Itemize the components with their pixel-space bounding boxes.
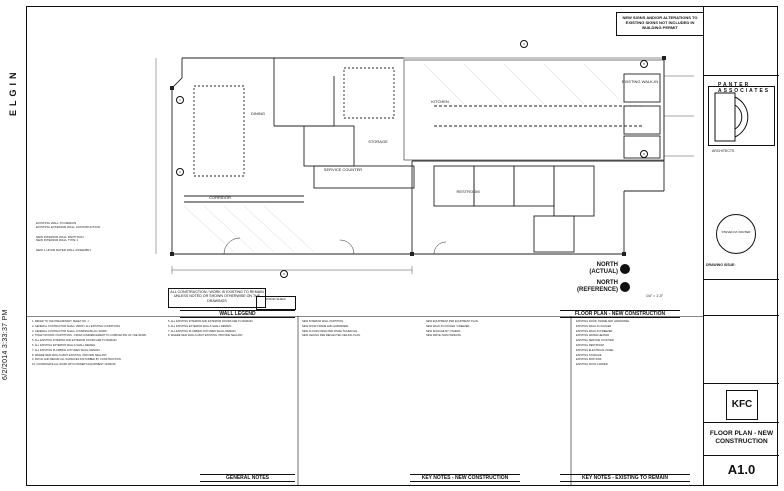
key-note: NEW FLOOR FINISH PER FINISH SCHEDULE. xyxy=(302,329,358,333)
key-notes-new-list-2: NEW EQUIPMENT PER EQUIPMENT PLAN. NEW WA… xyxy=(426,320,544,470)
key-note: EXISTING ROOF LADDER xyxy=(576,363,608,367)
wall-legend-item: NEW INTERIOR WALL TYPE 1 xyxy=(36,238,79,243)
scale-bar-label: 1/4" = 1'-0" xyxy=(646,294,664,298)
key-note: EXISTING STORAGE xyxy=(576,353,602,357)
general-note: 5. ALL EXISTING INTERIOR AND EXTERIOR DO… xyxy=(168,320,254,323)
keynote-callout: 2 xyxy=(176,168,184,176)
general-note: 7. ALL EXISTING PLUMBING FIXTURES SHALL … xyxy=(32,348,101,352)
key-note: NEW DOOR FRAME AND HARDWARE. xyxy=(302,324,349,328)
title-block-header xyxy=(704,6,779,76)
key-note: EXISTING WATER HEATER xyxy=(576,334,609,338)
drawing-issue-box: DRAWING ISSUE: xyxy=(704,262,779,280)
general-notes-title: GENERAL NOTES xyxy=(200,474,295,482)
general-note: 10. COORDINATE ALL WORK WITH OWNER'S EQU… xyxy=(32,363,117,367)
exterior-wall-west xyxy=(171,58,412,255)
firm-subtitle: ARCHITECTS xyxy=(712,149,735,153)
room-label: CORRIDOR xyxy=(209,195,231,200)
keynote-callout: 4 xyxy=(520,40,528,48)
keynote-callout: 6 xyxy=(640,150,648,158)
key-note: NEW SIGNAGE BY OTHERS. xyxy=(426,329,461,333)
general-note: 6. ALL EXISTING EXTERIOR WALLS SHALL REM… xyxy=(32,343,96,347)
wall-legend-title: WALL LEGEND xyxy=(180,310,295,318)
key-note: NEW INTERIOR WALL PARTITION. xyxy=(302,320,344,323)
general-notes-list-continued: 5. ALL EXISTING INTERIOR AND EXTERIOR DO… xyxy=(168,320,296,470)
keynote-callout: 1 xyxy=(176,96,184,104)
firm-name: PANTER ASSOCIATES xyxy=(718,82,771,94)
general-note: 7. ALL EXISTING PLUMBING FIXTURES SHALL … xyxy=(168,329,237,333)
key-note: EXISTING ELECTRICAL PANEL xyxy=(576,348,614,352)
key-note: NEW EQUIPMENT PER EQUIPMENT PLAN. xyxy=(426,320,479,323)
key-note: EXISTING MOP SINK xyxy=(576,358,602,362)
room-label: SERVICE COUNTER xyxy=(323,167,363,172)
general-note: 8. WHERE NEW WALLS ABUT EXISTING, PROVID… xyxy=(168,334,244,338)
key-note: EXISTING WALK-IN COOLER xyxy=(576,324,612,328)
key-note: NEW WALK-IN COOLER / FREEZER. xyxy=(426,324,471,328)
key-notes-new-title: KEY NOTES - NEW CONSTRUCTION xyxy=(410,474,520,482)
sheet-number-box: A1.0 xyxy=(704,456,779,486)
wall-legend: EXISTING WALL TO REMAIN EXISTING EXTERIO… xyxy=(36,221,166,253)
room-label: RESTROOM xyxy=(456,189,480,194)
wall-legend-item: EXISTING EXTERIOR WALL CONSTRUCTION xyxy=(36,224,100,229)
key-box: WOOD SHELF xyxy=(256,296,296,310)
street-label: ELGIN xyxy=(8,68,18,116)
north-reference-label: NORTH(REFERENCE) xyxy=(576,280,618,293)
floor-plan-title: FLOOR PLAN - NEW CONSTRUCTION xyxy=(560,310,680,318)
wall-legend-item: NEW 1 HOUR RATED WALL ASSEMBLY xyxy=(36,248,92,253)
general-note: 3. GENERAL CONTRACTOR SHALL COORDINATE A… xyxy=(32,329,108,333)
firm-logo xyxy=(708,86,775,146)
sheet-border xyxy=(26,6,778,486)
general-notes-list: 1. REFER TO THE PRELIMINARY SHEET NO. 1 … xyxy=(32,320,162,470)
general-note: 8. WHERE NEW WALLS ABUT EXISTING, PROVID… xyxy=(32,353,108,357)
sheet-name-box: FLOOR PLAN - NEW CONSTRUCTION xyxy=(704,422,779,456)
wall-legend-item: NEW INTERIOR WALL PARTITION xyxy=(36,234,84,239)
key-note: EXISTING WALK-IN FREEZER xyxy=(576,329,613,333)
wall-legend-item: EXISTING WALL TO REMAIN xyxy=(36,221,77,225)
north-actual-label: NORTH(ACTUAL) xyxy=(589,262,618,275)
general-note: 4. TOILET ROOMS / PARTITIONS - FROM COMM… xyxy=(32,334,148,338)
north-arrow-icon xyxy=(620,264,630,274)
key-note: NEW DRIVE-THRU WINDOW. xyxy=(426,334,462,338)
sheet-number: A1.0 xyxy=(727,462,756,477)
key-note: EXISTING DOOR, FRAME AND HARDWARE xyxy=(576,320,629,323)
keynote-callout: 5 xyxy=(640,60,648,68)
kitchen-zone xyxy=(403,59,665,161)
general-note: 6. ALL EXISTING EXTERIOR WALLS SHALL REM… xyxy=(168,324,232,328)
keynote-callout: 3 xyxy=(280,270,288,278)
signage-notice: NEW SIGNS AND/OR ALTERATIONS TO EXISTING… xyxy=(616,12,704,36)
key-notes-new-list: NEW INTERIOR WALL PARTITION. NEW DOOR FR… xyxy=(302,320,420,470)
general-note: 2. GENERAL CONTRACTOR SHALL VERIFY ALL E… xyxy=(32,324,121,328)
title-block: PANTER ASSOCIATES ARCHITECTS STEVEN M. P… xyxy=(703,6,779,486)
key-notes-existing-list: EXISTING DOOR, FRAME AND HARDWARE EXISTI… xyxy=(576,320,700,470)
general-note: 9. PATCH AND REPAIR ALL SURFACES DISTURB… xyxy=(32,358,122,362)
key-note: EXISTING SERVICE COUNTER xyxy=(576,339,614,343)
project-info-box xyxy=(704,316,779,384)
room-label: DINING xyxy=(251,111,265,116)
north-arrow-icon xyxy=(620,282,630,292)
construction-note: ALL CONSTRUCTION / WORK IS EXISTING TO R… xyxy=(168,288,266,308)
general-note: 1. REFER TO THE PRELIMINARY SHEET NO. 1 xyxy=(32,320,89,323)
general-note: 5. ALL EXISTING INTERIOR AND EXTERIOR DO… xyxy=(32,339,118,343)
key-note: EXISTING RESTROOM xyxy=(576,343,604,347)
issue-table xyxy=(704,280,779,316)
floor-plan-drawing xyxy=(155,56,694,274)
key-note: NEW CEILING PER REFLECTED CEILING PLAN. xyxy=(302,334,361,338)
sheet-name: FLOOR PLAN - NEW CONSTRUCTION xyxy=(709,430,774,445)
kfc-logo: KFC xyxy=(726,390,758,420)
notes-grid xyxy=(26,316,704,486)
room-label: KITCHEN xyxy=(431,99,449,104)
key-notes-existing-title: KEY NOTES - EXISTING TO REMAIN xyxy=(560,474,690,482)
room-label: EXISTING WALK-IN xyxy=(621,79,659,84)
print-stamp: 6/2/2014 3:33:37 PM xyxy=(2,309,9,380)
architect-seal: STEVEN M. PANTER xyxy=(716,214,756,254)
room-label: STORAGE xyxy=(368,139,388,144)
